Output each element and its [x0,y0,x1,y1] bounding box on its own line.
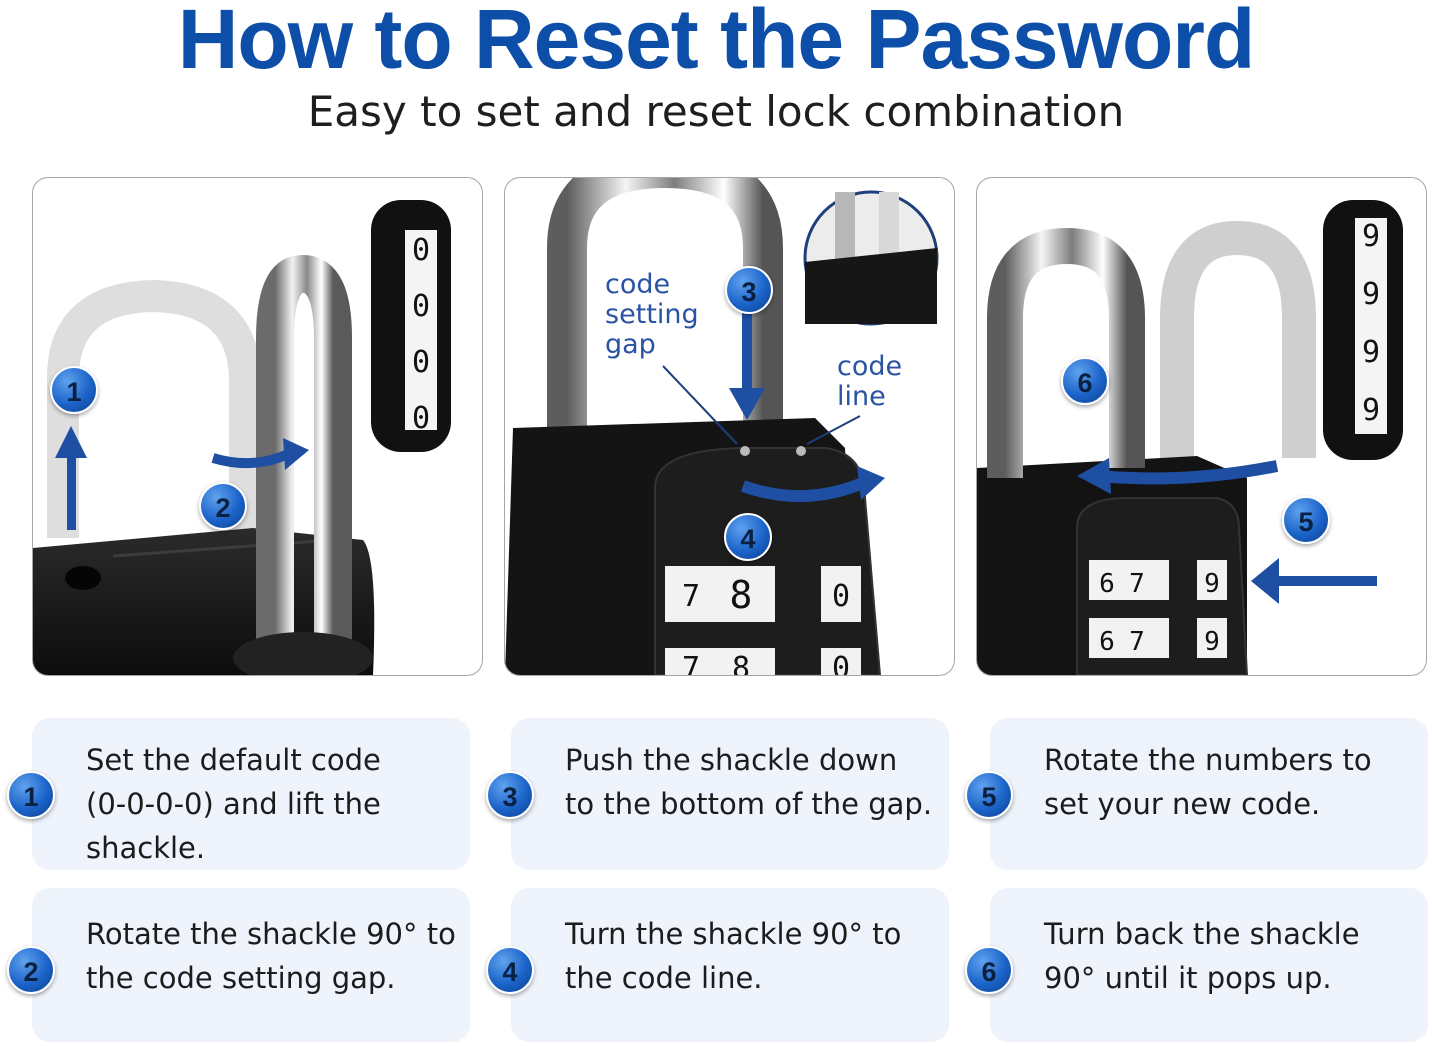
step-text: Rotate the shackle 90° to the code setti… [86,912,456,1000]
step-number-badge: 6 [965,946,1013,994]
step-line: Set the default code [86,743,381,777]
step-card-6: Turn back the shackle 90° until it pops … [990,888,1428,1042]
step-panel-2: 7 8 0 7 8 0 code setting gap code line 3… [504,177,955,676]
dial-digit: 9 [1362,277,1380,312]
step-line: shackle. [86,831,206,865]
step-line: the code line. [565,961,763,995]
step-badge: 5 [1282,496,1330,544]
dial-digit: 0 [412,345,430,380]
step-card-1: Set the default code (0-0-0-0) and lift … [32,718,470,870]
step-line: the code setting gap. [86,961,396,995]
code-line-label: code [837,351,902,382]
code-line-label: line [837,381,886,412]
step-line: set your new code. [1044,787,1321,821]
dial-digit: 9 [1204,627,1220,657]
step-line: Push the shackle down [565,743,898,777]
step-number-badge: 4 [486,946,534,994]
page-subtitle: Easy to set and reset lock combination [307,87,1125,136]
step-text: Turn back the shackle 90° until it pops … [1044,912,1360,1000]
dial-digit: 7 [1129,627,1145,657]
step-text: Push the shackle down to the bottom of t… [565,738,932,826]
dial-digit: 0 [412,289,430,324]
step-badge: 1 [50,366,98,414]
step-panel-1: 0 0 0 0 1 2 [32,177,483,676]
step-card-5: Rotate the numbers to set your new code. [990,718,1428,870]
step-line: Turn the shackle 90° to [565,917,902,951]
step-card-3: Push the shackle down to the bottom of t… [511,718,949,870]
dial-digit: 0 [412,401,430,436]
code-setting-gap-label: setting [605,299,699,330]
step-text: Rotate the numbers to set your new code. [1044,738,1372,826]
step-line: 90° until it pops up. [1044,961,1332,995]
dial-digit: 6 [1099,627,1115,657]
dial-digit: 9 [1362,393,1380,428]
dial-digit: 9 [1362,219,1380,254]
step-badge: 2 [199,482,247,530]
step-badge: 6 [1061,357,1109,405]
dial-digit: 7 [682,579,700,614]
step-line: Turn back the shackle [1044,917,1360,951]
dial-digit: 7 [1129,569,1145,599]
step-number-badge: 2 [7,946,55,994]
step-text: Set the default code (0-0-0-0) and lift … [86,738,381,870]
step-card-2: Rotate the shackle 90° to the code setti… [32,888,470,1042]
dial-digit: 9 [1362,335,1380,370]
dial-digit: 0 [832,651,850,675]
dial-digit: 9 [1204,569,1220,599]
step-badge: 4 [724,513,772,561]
lock-illustration-lift: 0 0 0 0 [33,200,451,675]
step-line: (0-0-0-0) and lift the [86,787,381,821]
lock-illustration-rotate: 9 9 9 9 6 7 9 6 7 9 [977,200,1403,675]
step-number-badge: 1 [7,771,55,819]
step-line: Rotate the shackle 90° to [86,917,456,951]
step-line: Rotate the numbers to [1044,743,1372,777]
dial-digit: 6 [1099,569,1115,599]
dial-digit: 0 [412,233,430,268]
lock-illustration-push: 7 8 0 7 8 0 code setting gap code line [505,178,939,675]
step-panel-3: 9 9 9 9 6 7 9 6 7 9 6 5 [976,177,1427,676]
step-number-badge: 3 [486,771,534,819]
step-number-badge: 5 [965,771,1013,819]
dial-digit: 0 [832,579,850,614]
dial-digit: 8 [732,651,750,675]
page-title: How to Reset the Password [177,0,1256,86]
step-text: Turn the shackle 90° to the code line. [565,912,901,1000]
dial-digit: 8 [730,573,753,617]
code-setting-gap-label: gap [605,329,656,360]
dial-digit: 7 [682,651,700,675]
step-badge: 3 [725,266,773,314]
step-line: to the bottom of the gap. [565,787,933,821]
code-setting-gap-label: code [605,269,670,300]
step-card-4: Turn the shackle 90° to the code line. [511,888,949,1042]
